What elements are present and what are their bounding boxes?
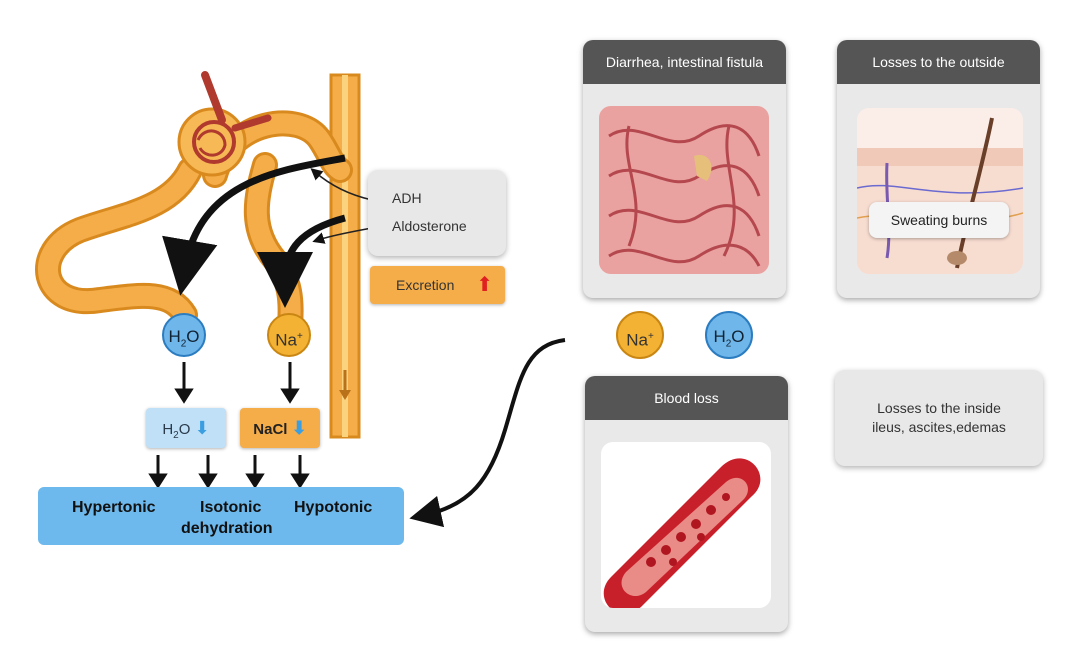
aldosterone-label: Aldosterone [392,218,467,234]
isotonic-label: Isotonic [200,499,262,516]
excretion-badge: Excretion ⬆ [370,266,505,304]
sodium-ion: Na+ [267,313,311,357]
adh-label: ADH [392,190,422,206]
inside-losses-card: Losses to the inside ileus, ascites,edem… [835,370,1043,466]
glomerulus [177,71,272,177]
adh-water-arrow [162,154,346,296]
diarrhea-card: Diarrhea, intestinal fistula [583,40,786,298]
diarrhea-card-title: Diarrhea, intestinal fistula [583,40,786,84]
arrow-up-icon: ⬆ [476,274,493,296]
dehydration-bar: Hypertonic Isotonic dehydration Hypotoni… [38,487,404,545]
adh-pointer [310,168,373,201]
skin-icon [857,117,1023,274]
arrow-down-icon: ⬇ [291,418,307,438]
dehydration-label: dehydration [181,520,273,537]
blood-vessel-image [601,442,771,608]
water-ion-center: H2O [705,311,753,359]
excretion-label: Excretion [396,277,455,293]
intestine-image [599,106,769,274]
sweating-burns-label: Sweating burns [869,202,1009,238]
hormone-box: ADH Aldosterone [368,170,506,256]
hypertonic-label: Hypertonic [72,499,156,516]
water-decrease-pill: H2O ⬇ [146,408,226,448]
skin-image: Sweating burns [857,108,1023,274]
sodium-ion-center: Na+ [616,311,664,359]
arrow-down-icon: ⬇ [194,418,210,438]
outside-losses-title: Losses to the outside [837,40,1040,84]
inside-losses-title: Losses to the inside [877,400,1001,416]
aldosterone-pointer [312,227,373,244]
blood-loss-title: Blood loss [585,376,788,420]
aldosterone-sodium-arrow [257,214,346,308]
nacl-decrease-pill: NaCl ⬇ [240,408,320,448]
collecting-duct [329,73,361,439]
losses-to-dehydration-arrow [409,338,566,528]
inside-losses-detail: ileus, ascites,edemas [872,419,1006,435]
blood-loss-card: Blood loss [585,376,788,632]
hypotonic-label: Hypotonic [294,499,373,516]
blood-vessel-icon [603,458,761,608]
intestine-icon [599,106,769,274]
outside-losses-card: Losses to the outside Sweating burns [837,40,1040,298]
water-ion: H2O [162,313,206,357]
